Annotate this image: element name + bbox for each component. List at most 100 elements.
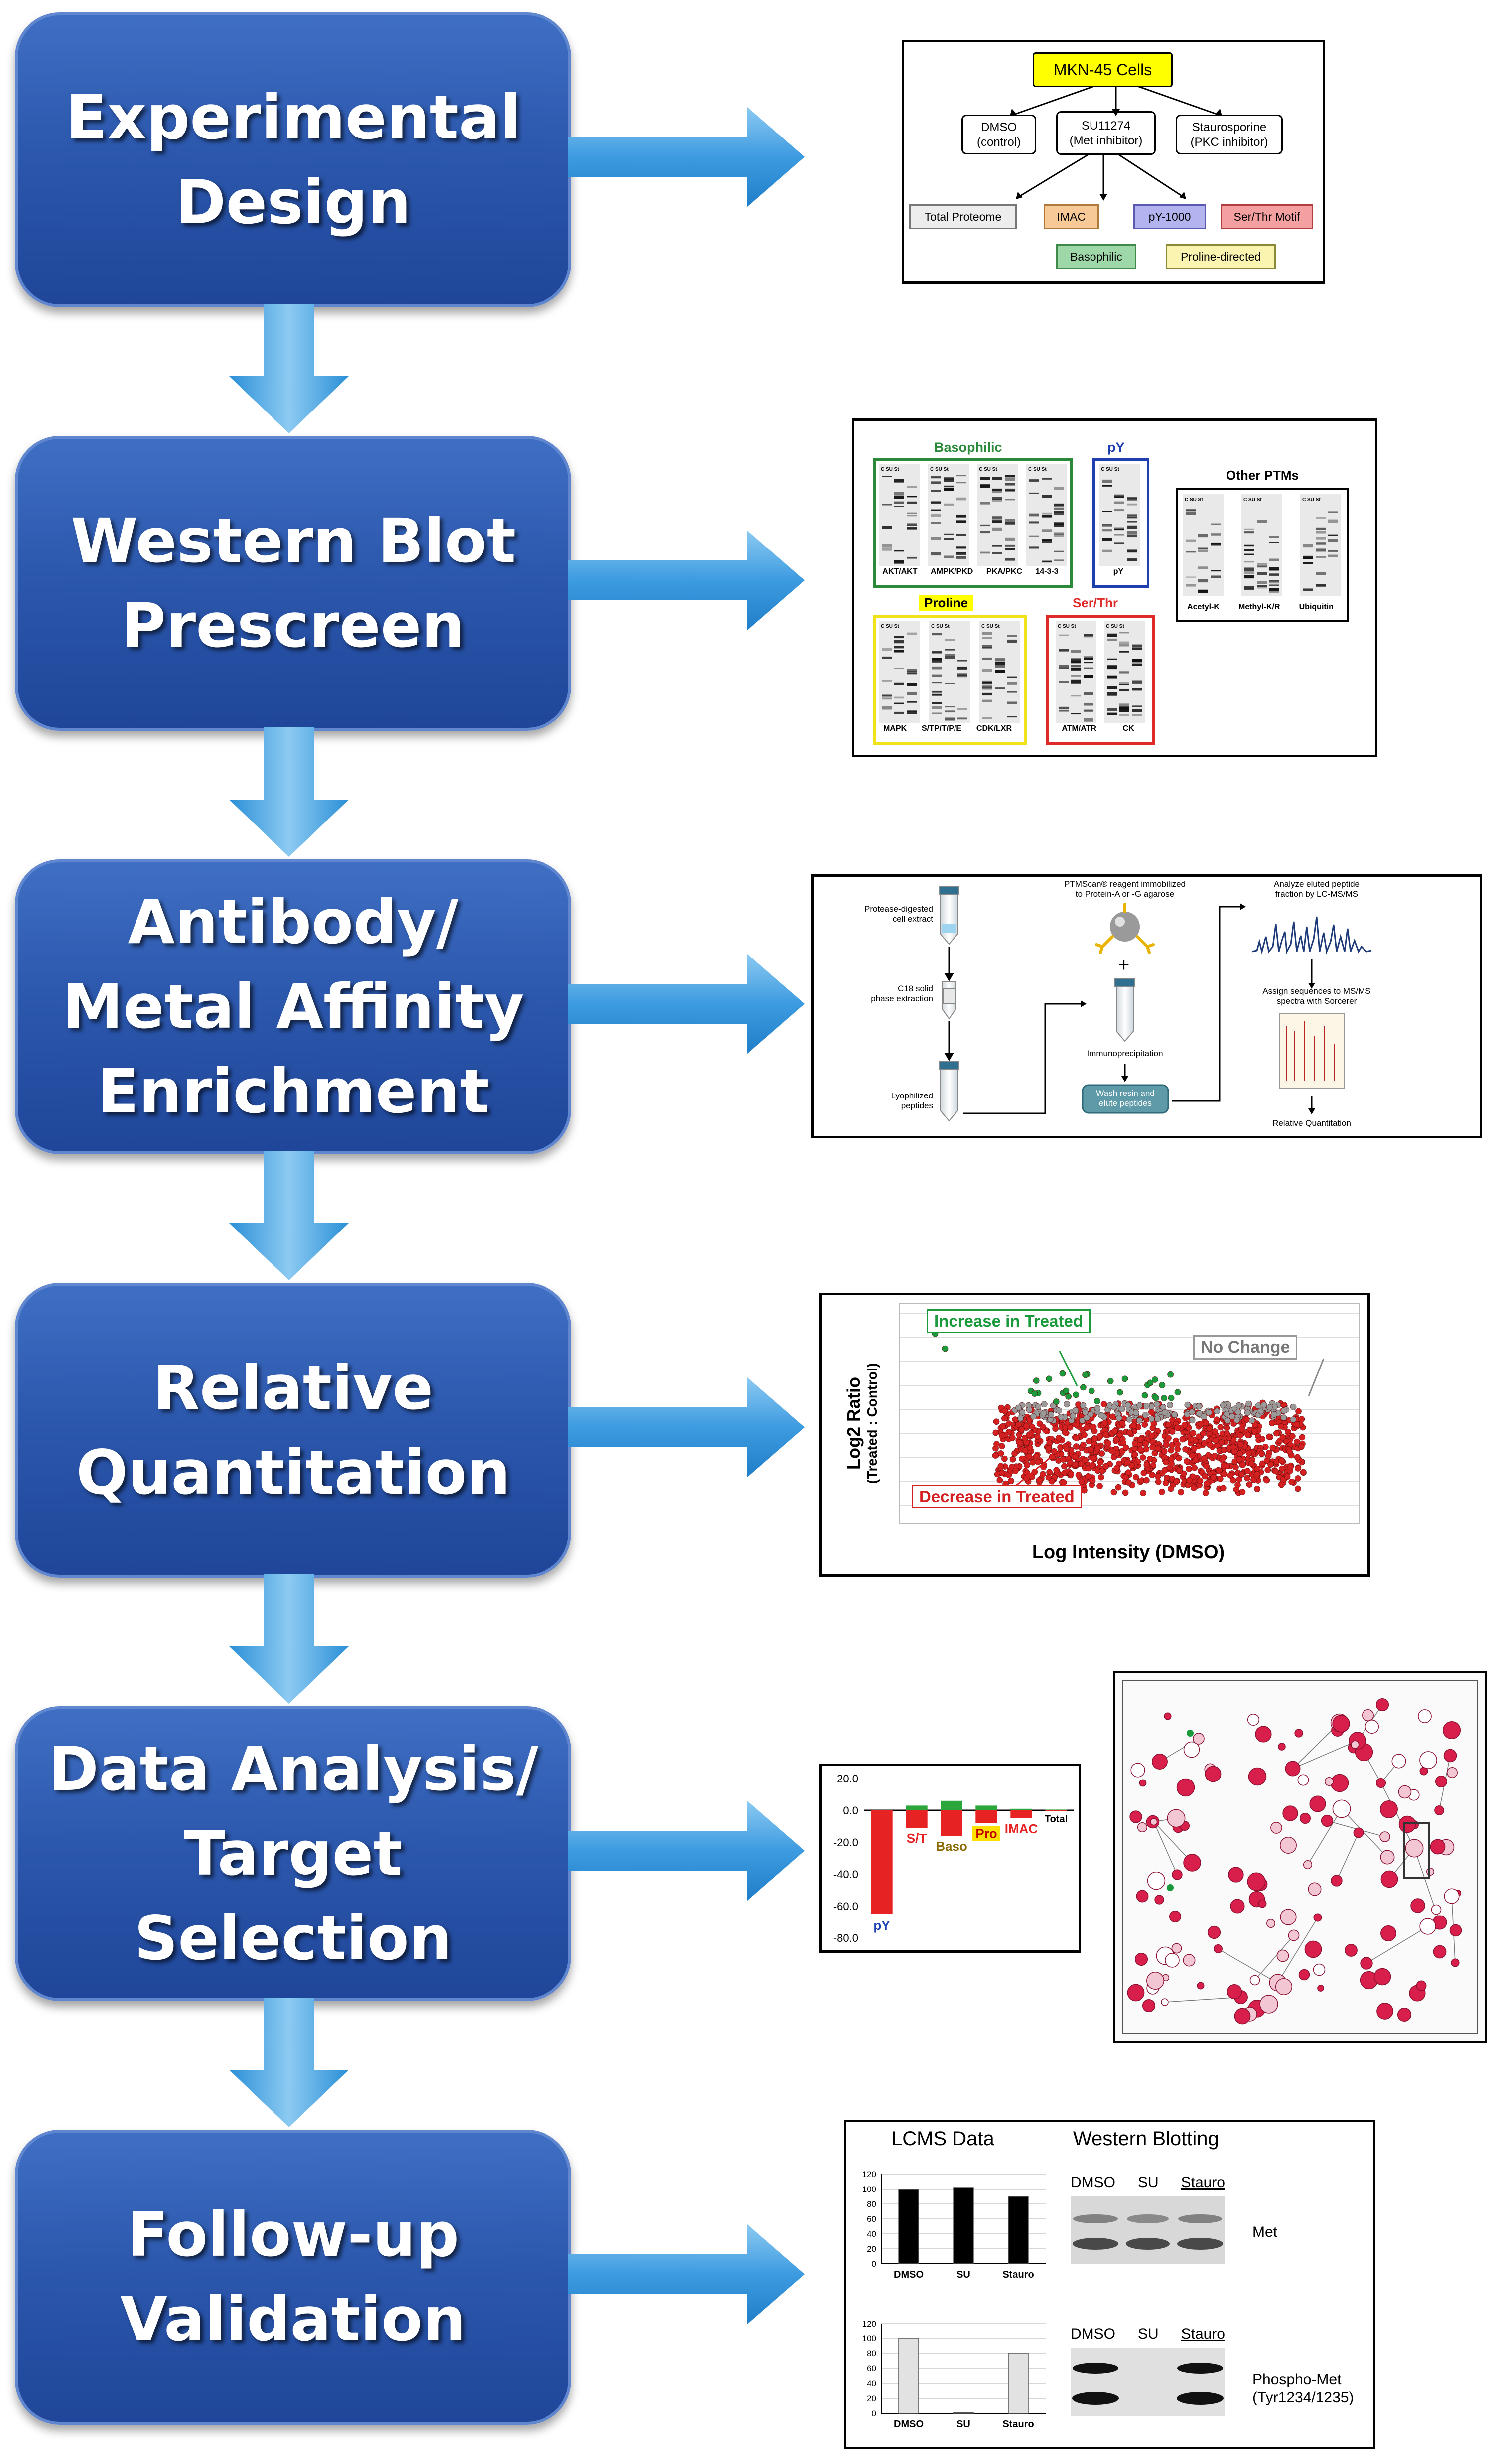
blot-band [1186, 509, 1196, 511]
blot-band [1186, 512, 1196, 515]
pathway-node [1258, 1899, 1267, 1908]
pathway-node [1303, 1860, 1313, 1870]
blot-image: C SU St [1055, 621, 1096, 723]
blot-band [982, 699, 992, 702]
data-point [999, 1423, 1006, 1430]
blot-band [1127, 525, 1137, 529]
ptmscan-line: to Protein-A or -G agarose [1075, 889, 1175, 899]
blot-band [1244, 586, 1254, 589]
category-label: pY [873, 1918, 890, 1933]
data-point [1224, 1417, 1231, 1424]
blot-band [1083, 702, 1093, 706]
data-point [1251, 1428, 1258, 1435]
data-point [1224, 1430, 1230, 1437]
data-point [1161, 1448, 1168, 1455]
blot-band [943, 533, 954, 535]
blot-band [1303, 588, 1313, 591]
blot-band [1114, 534, 1124, 536]
blot-band [1244, 575, 1254, 578]
data-point [1036, 1477, 1043, 1484]
blot-band [931, 501, 941, 504]
data-point [1072, 1407, 1079, 1414]
data-point [1046, 1469, 1053, 1476]
blot-band [992, 517, 1003, 520]
blot-band [980, 551, 990, 554]
data-point [1080, 1441, 1087, 1448]
ip-label: Immunoprecipitation [1087, 1049, 1163, 1058]
western-blot: C SU St [977, 464, 1018, 566]
data-point [1290, 1416, 1297, 1423]
down-arrow [229, 1151, 349, 1280]
data-point [1107, 1378, 1114, 1384]
data-point [1229, 1477, 1236, 1484]
data-point [1237, 1441, 1244, 1448]
blot-band [1005, 537, 1015, 541]
data-point [1035, 1458, 1041, 1465]
blot-band [1029, 492, 1039, 494]
lane-header: C SU St [979, 467, 997, 472]
data-point [1073, 1391, 1080, 1398]
data-point [1053, 1467, 1060, 1474]
blot-image: C SU St [879, 621, 920, 723]
blot-band [1316, 517, 1326, 519]
pathway-node [1147, 1871, 1166, 1890]
data-point [1286, 1448, 1293, 1455]
data-point [1115, 1484, 1122, 1491]
data-point [1183, 1458, 1190, 1465]
blot-band [1005, 548, 1015, 550]
pathway-node [1435, 1775, 1448, 1788]
analyze-label: Analyze eluted peptide fraction by LC-MS… [1252, 879, 1381, 899]
blot-band [894, 646, 904, 649]
blot-band [1127, 503, 1137, 506]
blot-band [1316, 584, 1326, 586]
data-point [1189, 1409, 1195, 1415]
data-point [1202, 1490, 1209, 1496]
blot-band [1106, 708, 1117, 711]
blot-band [1119, 671, 1129, 674]
blot-label: AKT/AKT [882, 567, 918, 576]
blot-band [1211, 542, 1221, 545]
blot-band [943, 555, 954, 558]
lcms-spectrum [1251, 916, 1372, 955]
blot-image: C SU St [1183, 494, 1224, 596]
data-point [1210, 1474, 1217, 1481]
serthr-group: C SU St C SU St ATM/ATR CK [1046, 615, 1155, 745]
data-point [996, 1477, 1003, 1484]
blot-band [957, 708, 967, 710]
pathway-node [1330, 1774, 1349, 1792]
data-point [1060, 1456, 1067, 1463]
data-point [1030, 1413, 1037, 1420]
bar-down [941, 1810, 962, 1836]
data-point [1132, 1409, 1139, 1416]
pathway-edge [1153, 1821, 1193, 1863]
scatter-plot-area [899, 1303, 1360, 1524]
pathway-node [1139, 1779, 1147, 1787]
data-point [1096, 1483, 1103, 1490]
data-point [1179, 1436, 1186, 1443]
blot-band [957, 666, 967, 670]
pathway-node [1442, 1721, 1461, 1740]
antibody-bead [1095, 903, 1155, 954]
blot-band [1083, 675, 1093, 678]
data-point [1169, 1442, 1176, 1449]
data-point [999, 1470, 1005, 1476]
data-point [1298, 1443, 1305, 1450]
data-point [1188, 1436, 1194, 1443]
blot-band [1071, 660, 1081, 664]
down-arrow [229, 304, 349, 433]
category-label: S/T [907, 1831, 927, 1846]
data-point [1294, 1485, 1301, 1492]
data-point [1298, 1416, 1305, 1422]
serthr-blots: C SU St C SU St [1052, 621, 1148, 725]
blot-band [1007, 701, 1017, 704]
blot-image: C SU St [1103, 621, 1145, 723]
data-point [1090, 1455, 1097, 1462]
bar [1008, 2196, 1029, 2264]
step-title-line: Quantitation [76, 1437, 511, 1508]
bar-down [975, 1810, 997, 1823]
pathway-node [1276, 1949, 1289, 1962]
blot-band [992, 527, 1003, 531]
blot-band [945, 639, 955, 641]
blot-band [894, 492, 904, 496]
lane-header: C SU St [1302, 497, 1321, 503]
